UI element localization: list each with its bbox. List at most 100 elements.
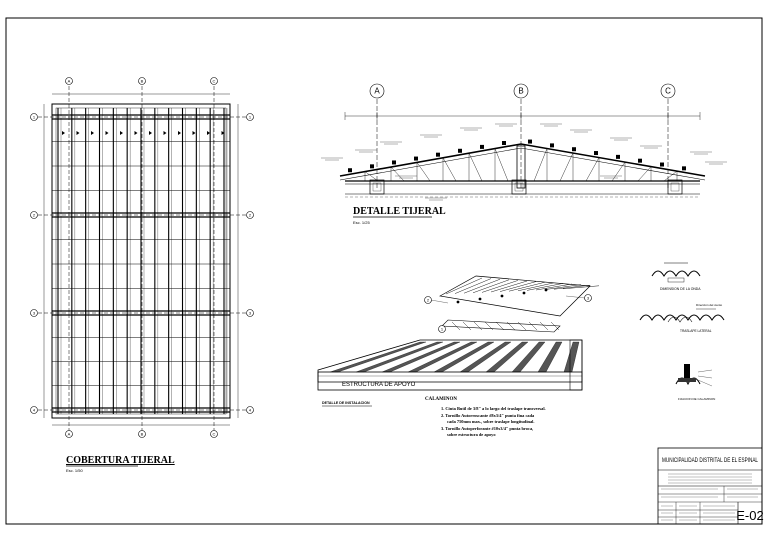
butyl-tape bbox=[441, 319, 561, 333]
plan-axis-right-4 bbox=[246, 406, 254, 414]
callout-2-label: 2 bbox=[427, 297, 430, 302]
support-label: ESTRUCTURA DE APOYO bbox=[342, 382, 416, 388]
purlin-section bbox=[414, 156, 418, 161]
install-title: DETALLE DE INSTALACION bbox=[322, 401, 370, 405]
overlap-label: TRASLAPE LATERAL bbox=[680, 329, 712, 333]
plan-fixing-marker bbox=[62, 131, 65, 135]
purlin-section bbox=[660, 162, 664, 167]
butyl-tape-hatch bbox=[550, 321, 560, 331]
butyl-tape-hatch bbox=[484, 321, 494, 331]
elevation-axis-A bbox=[369, 83, 385, 99]
exploded-sheet-rib bbox=[544, 284, 582, 290]
plan-axis-bottom-A bbox=[65, 430, 73, 438]
screw-mark bbox=[456, 300, 460, 304]
truss-web-right bbox=[585, 157, 600, 182]
elevation-axis-A-label: A bbox=[374, 87, 380, 96]
plan-axis-top-C-label: C bbox=[213, 78, 216, 83]
truss-top-chord-inner bbox=[339, 147, 706, 181]
install-note-2b: cada 750mm max., sobre traslape longitud… bbox=[447, 419, 535, 424]
plan-axis-left-2 bbox=[30, 211, 38, 219]
corrugation-rib bbox=[329, 341, 427, 373]
truss-web-left bbox=[494, 148, 509, 182]
exploded-sheet-rib bbox=[508, 281, 546, 292]
truss-web-left bbox=[416, 162, 431, 182]
elevation-scale: Esc. 1/25 bbox=[353, 220, 370, 225]
sheet-code: E-02 bbox=[736, 508, 763, 523]
purlin-section bbox=[528, 139, 532, 144]
support-column-core bbox=[670, 182, 680, 192]
elevation-title: DETALLE TIJERAL bbox=[353, 206, 446, 217]
plan-fixing-marker bbox=[207, 131, 210, 135]
truss-top-chord bbox=[339, 143, 706, 177]
truss-web-right bbox=[533, 148, 548, 182]
plan-axis-right-1 bbox=[246, 113, 254, 121]
sheet-border bbox=[5, 17, 763, 525]
plan-axis-left-3-label: 3 bbox=[33, 310, 36, 315]
exploded-sheet-rib bbox=[526, 283, 564, 291]
plan-fixing-marker bbox=[76, 131, 80, 135]
exploded-sheet-rib bbox=[490, 280, 528, 293]
overlap-profile-a bbox=[639, 314, 725, 321]
truss-web-right bbox=[663, 170, 678, 182]
plan-fixing-marker bbox=[105, 131, 109, 135]
corrugation-rib bbox=[537, 341, 563, 373]
purlin-section bbox=[594, 151, 598, 156]
plan-axis-right-3-label: 3 bbox=[249, 310, 252, 315]
plan-axis-top-B-label: B bbox=[141, 78, 144, 83]
callout-3-label: 3 bbox=[587, 295, 590, 300]
plan-axis-right-4-label: 4 bbox=[249, 407, 252, 412]
purlin-section bbox=[458, 148, 462, 153]
purlin-section bbox=[370, 164, 374, 169]
elevation-axis-B bbox=[513, 83, 529, 99]
elevation-axis-C-label: C bbox=[665, 87, 671, 96]
truss-web-left bbox=[442, 157, 457, 182]
plan-axis-bottom-C-label: C bbox=[213, 431, 216, 436]
plan-axis-top-C bbox=[210, 77, 218, 85]
plan-axis-left-3 bbox=[30, 309, 38, 317]
exploded-sheet-rib bbox=[562, 285, 600, 290]
butyl-tape-hatch bbox=[462, 321, 472, 331]
callout-1 bbox=[438, 325, 446, 333]
plan-fixing-marker bbox=[192, 131, 196, 135]
purlin-section bbox=[436, 152, 440, 157]
small-details: DIMENSION DE LA ONDA Dirección del vient… bbox=[639, 262, 725, 401]
truss-web-left bbox=[390, 166, 405, 182]
plan-axis-left-4-label: 4 bbox=[33, 407, 36, 412]
screw-mark bbox=[522, 291, 526, 295]
purlin-section bbox=[348, 168, 352, 173]
plan-axis-bottom-C bbox=[210, 430, 218, 438]
plan-axis-top-B bbox=[138, 77, 146, 85]
plan-axis-top-A bbox=[65, 77, 73, 85]
support-column-core bbox=[514, 182, 524, 192]
plan-axis-right-1-label: 1 bbox=[249, 114, 252, 119]
plan-fixing-marker bbox=[163, 131, 167, 135]
truss-web-right bbox=[611, 161, 626, 182]
truss-web-left bbox=[364, 171, 379, 182]
butyl-tape-hatch bbox=[539, 321, 549, 331]
truss-elevation: A B C DETALLE TIJERAL Esc. 1/25 bbox=[321, 83, 727, 225]
install-note-2: 2. Tornillo Autorroscante #8x3/4" punta … bbox=[441, 413, 535, 418]
screw-mark bbox=[500, 294, 504, 298]
purlin-section bbox=[682, 166, 686, 171]
purlin-section bbox=[616, 154, 620, 159]
wave-dimension-box bbox=[667, 277, 685, 283]
butyl-tape-hatch bbox=[517, 321, 527, 331]
butyl-tape-hatch bbox=[451, 321, 461, 331]
plan-outline bbox=[51, 103, 231, 419]
plan-fixing-marker bbox=[221, 131, 225, 135]
fixing-detail bbox=[675, 364, 713, 387]
install-note-1: 1. Cinta Butil de 3/8" a lo largo del tr… bbox=[441, 406, 546, 411]
elevation-axis-B-label: B bbox=[518, 87, 523, 96]
callout-leader bbox=[565, 295, 586, 299]
plan-axis-bottom-B-label: B bbox=[141, 431, 144, 436]
screw-mark bbox=[544, 288, 548, 292]
purlin-section bbox=[480, 144, 484, 149]
plan-fixing-marker bbox=[149, 131, 152, 135]
plan-scale: Esc. 1/50 bbox=[66, 468, 83, 473]
exploded-sheet-rib bbox=[553, 284, 591, 290]
plan-title: COBERTURA TIJERAL bbox=[66, 455, 175, 466]
